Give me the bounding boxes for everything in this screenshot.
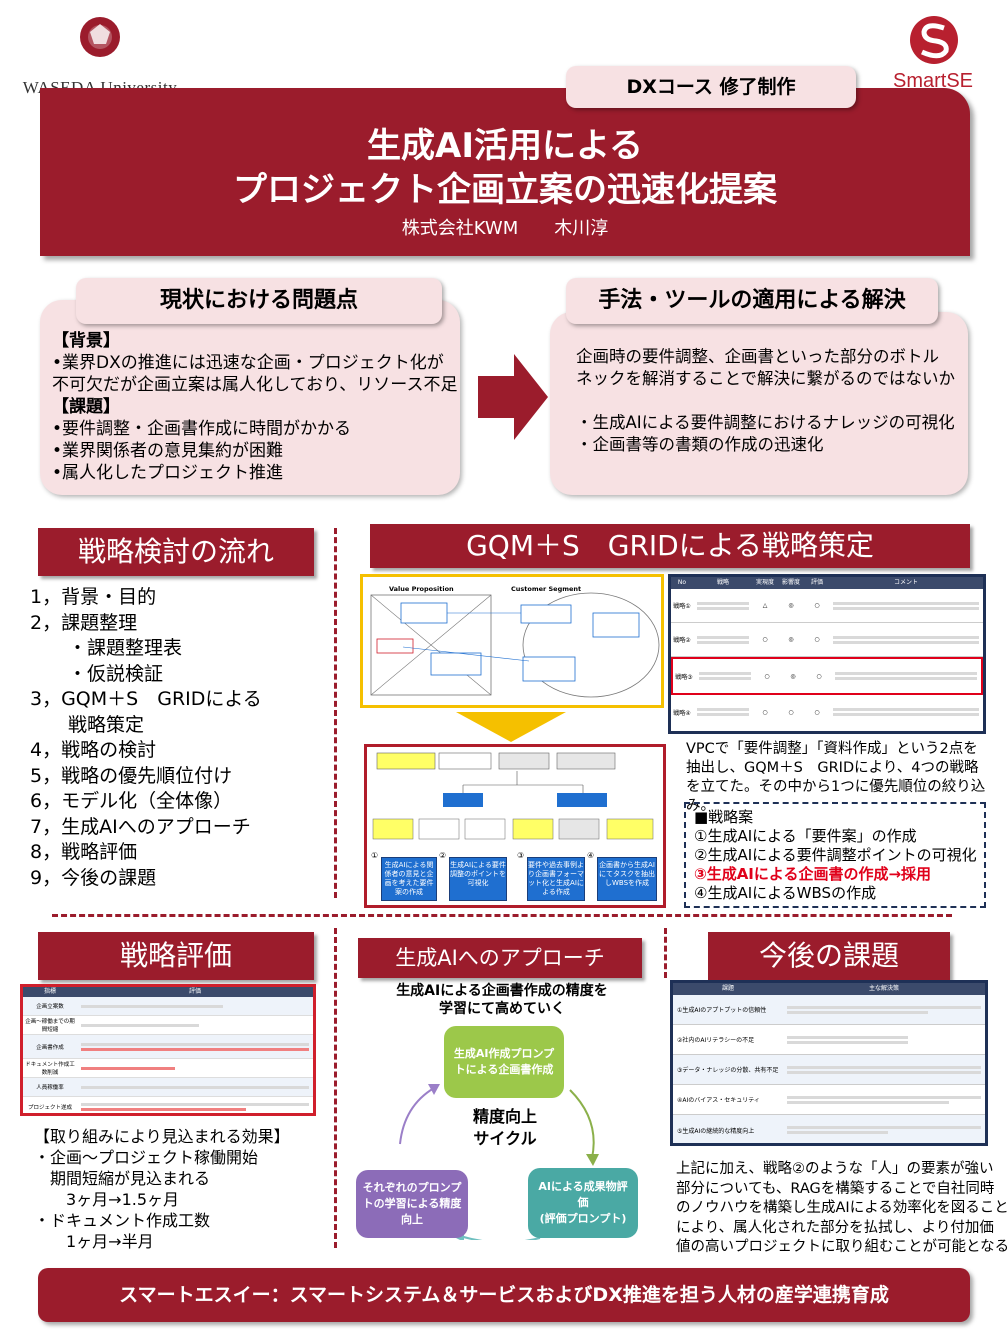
flow-item: 5，戦略の優先順位付け bbox=[30, 764, 233, 787]
flow-item: 6，モデル化（全体像） bbox=[30, 790, 233, 812]
vpc-diagram bbox=[370, 592, 660, 698]
strategy-table-thumbnail: No 戦略 実現度 影響度 評価 コメント 戦略① △◎○ 戦略② ○◎○ 戦略… bbox=[668, 574, 986, 734]
approach-node-create: 生成AI作成プロンプトによる企画書作成 bbox=[444, 1026, 564, 1098]
author: 株式会社KWM 木川淳 bbox=[401, 218, 609, 239]
evaluation-effects: 【取り組みにより見込まれる効果】 ・企画〜プロジェクト稼働開始 期間短縮が見込ま… bbox=[34, 1127, 290, 1251]
course-badge: DXコース 修了制作 bbox=[566, 66, 856, 108]
problem-title: 現状における問題点 bbox=[76, 278, 442, 324]
evaluation-row: 企画〜稼働までの期間短縮 bbox=[23, 1016, 313, 1035]
smartse-brand: SmartSE bbox=[892, 70, 974, 92]
gqm-title: GQM＋S GRIDによる戦略策定 bbox=[370, 524, 970, 568]
flow-item: ・仮説検証 bbox=[30, 662, 164, 685]
evaluation-row: プロジェクト遂成 bbox=[23, 1097, 313, 1113]
grid-node-label: ③ bbox=[517, 851, 525, 860]
title-banner: 生成AI活用による プロジェクト企画立案の迅速化提案 株式会社KWM 木川淳 bbox=[40, 88, 970, 256]
problem-box bbox=[40, 300, 460, 495]
grid-node-label: ② bbox=[439, 851, 447, 860]
evaluation-title: 戦略評価 bbox=[38, 932, 314, 980]
footer-text: スマートエスイー：スマートシステム＆サービスおよびDX推進を担う人材の産学連携育… bbox=[119, 1284, 889, 1306]
strategy-row: 戦略② ○◎○ bbox=[671, 623, 983, 657]
solution-box bbox=[550, 312, 968, 495]
flow-item: 2，課題整理 bbox=[30, 611, 138, 634]
solution-content: 企画時の要件調整、企画書といった部分のボトル ネックを解消することで解決に繋がる… bbox=[576, 346, 964, 456]
grid-node-4: 企画書から生成AIにてタスクを抽出しWBSを作成 bbox=[597, 857, 657, 901]
arrow-down-icon bbox=[456, 712, 566, 742]
issue-item: •要件調整・企画書作成に時間がかかる bbox=[52, 419, 352, 439]
strategy-row-selected: 戦略③ ○◎○ bbox=[671, 657, 983, 695]
future-row: ②社内のAIリテラシーの不足 bbox=[673, 1025, 985, 1055]
solution-title: 手法・ツールの適用による解決 bbox=[566, 278, 938, 324]
flow-title: 戦略検討の流れ bbox=[38, 528, 314, 576]
plan-item: ①生成AIによる「要件案」の作成 bbox=[694, 827, 917, 845]
evaluation-row: 企画立案数 bbox=[23, 997, 313, 1016]
background-line-2: 不可欠だが企画立案は属人化しており、リソース不足 bbox=[52, 375, 458, 395]
vpc-thumbnail: Value Proposition Customer Segment bbox=[360, 574, 664, 708]
smartse-logo: SmartSE bbox=[868, 14, 998, 94]
title-line-2: プロジェクト企画立案の迅速化提案 bbox=[233, 170, 777, 210]
grid-node-2: 生成AIによる要件調整のポイントを可視化 bbox=[449, 857, 507, 901]
approach-node-learn: それぞれのプロンプトの学習による精度向上 bbox=[356, 1170, 468, 1238]
smartse-emblem-icon bbox=[910, 16, 958, 64]
future-row: ③データ・ナレッジの分散、共有不足 bbox=[673, 1055, 985, 1085]
grid-node-label: ④ bbox=[587, 851, 595, 860]
evaluation-table-thumbnail: 指標 評価 企画立案数 企画〜稼働までの期間短縮 企画書作成 ドキュメント作成工… bbox=[20, 984, 316, 1116]
divider-vertical bbox=[334, 528, 337, 898]
approach-center: 精度向上 サイクル bbox=[472, 1107, 537, 1148]
divider-vertical bbox=[664, 928, 667, 978]
solution-item: ・生成AIによる要件調整におけるナレッジの可視化 bbox=[576, 413, 955, 432]
strategy-row: 戦略① △◎○ bbox=[671, 589, 983, 623]
strategy-plans-box: ■戦略案 ①生成AIによる「要件案」の作成 ②生成AIによる要件調整ポイントの可… bbox=[684, 802, 986, 908]
plan-item: ②生成AIによる要件調整ポイントの可視化 bbox=[694, 846, 977, 864]
vpc-label-right: Customer Segment bbox=[511, 585, 582, 593]
flow-item: 9，今後の課題 bbox=[30, 866, 157, 889]
waseda-emblem-icon bbox=[80, 17, 120, 57]
evaluation-row: ドキュメント作成工数削減 bbox=[23, 1059, 313, 1078]
issue-item: •業界関係者の意見集約が困難 bbox=[52, 441, 284, 461]
divider-horizontal bbox=[52, 914, 952, 917]
future-row: ⑤生成AIの継続的な精度向上 bbox=[673, 1115, 985, 1143]
strategy-row: 戦略④ ○○○ bbox=[671, 695, 983, 729]
flow-item: 8，戦略評価 bbox=[30, 841, 138, 863]
future-table-thumbnail: 課題 主な解決策 ①生成AIのアプトプットの信頼性 ②社内のAIリテラシーの不足… bbox=[670, 980, 988, 1146]
issue-heading: 【課題】 bbox=[52, 397, 120, 417]
grid-diagram bbox=[372, 752, 654, 840]
gqm-grid-thumbnail: 生成AIによる関係者の意見と企画を考えた要件案の作成 生成AIによる要件調整のポ… bbox=[364, 744, 666, 908]
grid-node-label: ① bbox=[371, 851, 379, 860]
plan-item: ④生成AIによるWBSの作成 bbox=[694, 884, 877, 902]
gqm-description: VPCで「要件調整」「資料作成」という2点を抽出し、GQM＋S GRIDにより、… bbox=[686, 741, 986, 814]
problem-content: 【背景】 •業界DXの推進には迅速な企画・プロジェクト化が 不可欠だが企画立案は… bbox=[52, 330, 458, 484]
evaluation-row: 人員稼働率 bbox=[23, 1078, 313, 1097]
plans-heading: ■戦略案 bbox=[694, 808, 754, 826]
flow-item: 7，生成AIへのアプローチ bbox=[30, 815, 251, 838]
divider-vertical bbox=[334, 928, 337, 1248]
waseda-logo: WASEDA University bbox=[20, 10, 180, 97]
future-row: ①生成AIのアプトプットの信頼性 bbox=[673, 995, 985, 1025]
future-title: 今後の課題 bbox=[708, 932, 950, 980]
arrow-right-icon bbox=[478, 354, 548, 440]
flow-item: 3，GQM＋S GRIDによる bbox=[30, 688, 262, 710]
future-row: ④AIのバイアス・セキュリティ bbox=[673, 1085, 985, 1115]
approach-subtitle: 生成AIによる企画書作成の精度を 学習にて高めていく bbox=[396, 983, 608, 1017]
footer-banner: スマートエスイー：スマートシステム＆サービスおよびDX推進を担う人材の産学連携育… bbox=[38, 1268, 970, 1322]
flow-item: 4，戦略の検討 bbox=[30, 739, 157, 761]
flow-list: 1，背景・目的 2，課題整理 ・課題整理表 ・仮説検証 3，GQM＋S GRID… bbox=[30, 585, 326, 891]
vpc-label-left: Value Proposition bbox=[389, 585, 454, 593]
background-line-1: •業界DXの推進には迅速な企画・プロジェクト化が bbox=[52, 353, 444, 373]
future-text: 上記に加え、戦略②のような「人」の要素が強い 部分についても、RAGを構築するこ… bbox=[676, 1161, 1008, 1255]
approach-title: 生成AIへのアプローチ bbox=[358, 938, 642, 978]
issue-item: •属人化したプロジェクト推進 bbox=[52, 463, 284, 483]
title-line-1: 生成AI活用による bbox=[367, 126, 643, 166]
flow-item: 1，背景・目的 bbox=[30, 586, 157, 608]
solution-item: ・企画書等の書類の作成の迅速化 bbox=[576, 435, 824, 454]
flow-item: ・課題整理表 bbox=[30, 637, 183, 659]
approach-node-evaluate: AIによる成果物評価 (評価プロンプト) bbox=[528, 1168, 638, 1238]
evaluation-row: 企画書作成 bbox=[23, 1035, 313, 1059]
course-badge-text: DXコース 修了制作 bbox=[626, 76, 796, 98]
plan-item-adopted: ③生成AIによる企画書の作成→採用 bbox=[694, 865, 932, 883]
grid-node-1: 生成AIによる関係者の意見と企画を考えた要件案の作成 bbox=[381, 857, 437, 901]
background-heading: 【背景】 bbox=[52, 331, 120, 351]
grid-node-3: 要件や過去事例より企画書フォーマット化と生成AIによる作成 bbox=[527, 857, 585, 901]
flow-item: 戦略策定 bbox=[30, 713, 145, 736]
